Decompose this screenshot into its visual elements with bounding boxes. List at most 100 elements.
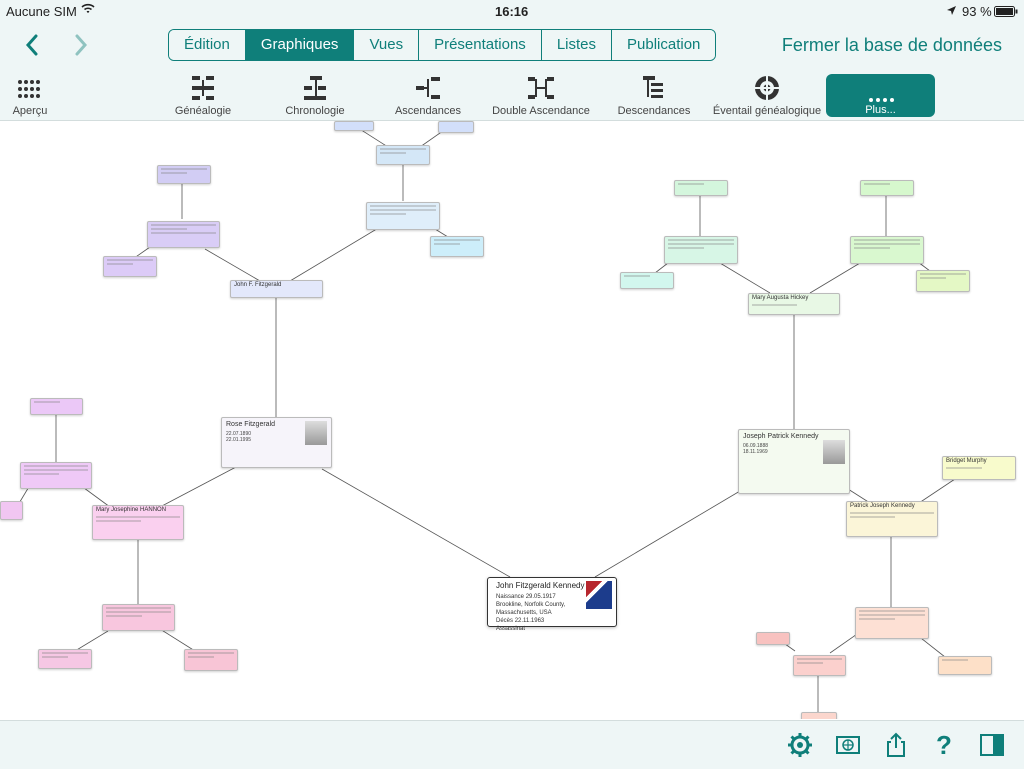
placeholder-line bbox=[42, 652, 88, 654]
wifi-icon bbox=[81, 3, 95, 18]
tool-ascendances[interactable]: Ascendances bbox=[392, 68, 464, 120]
ancestor-card[interactable] bbox=[157, 165, 211, 184]
tool-descendances[interactable]: Descendances bbox=[614, 68, 694, 120]
person-card-bridget-murphy[interactable]: Bridget Murphy bbox=[942, 456, 1016, 480]
tool-double-ascendance-label: Double Ascendance bbox=[492, 105, 590, 117]
portrait-photo bbox=[305, 421, 327, 445]
ancestor-card[interactable] bbox=[103, 256, 157, 277]
segment-edition[interactable]: Édition bbox=[169, 30, 245, 60]
tool-double-ascendance[interactable]: Double Ascendance bbox=[490, 68, 592, 120]
ancestor-card[interactable] bbox=[20, 462, 92, 489]
ancestor-card[interactable] bbox=[793, 655, 846, 676]
chronology-chart-icon bbox=[304, 76, 326, 100]
sidebar-icon[interactable] bbox=[978, 731, 1006, 759]
placeholder-line bbox=[859, 614, 925, 616]
person-card-joseph-kennedy[interactable]: Joseph Patrick Kennedy 06.09.1888 18.11.… bbox=[738, 429, 850, 494]
tool-chronologie-label: Chronologie bbox=[285, 105, 345, 117]
ancestor-card[interactable] bbox=[30, 398, 83, 415]
ancestor-card[interactable] bbox=[38, 649, 92, 669]
ancestor-card[interactable] bbox=[430, 236, 484, 257]
placeholder-line bbox=[797, 658, 842, 660]
tool-more[interactable]: Plus... bbox=[826, 74, 935, 117]
person-card-rose-fitzgerald[interactable]: Rose Fitzgerald 22.07.1890 22.01.1995 bbox=[221, 417, 332, 468]
section-segmented-control: Édition Graphiques Vues Présentations Li… bbox=[168, 29, 717, 61]
placeholder-line bbox=[942, 659, 968, 661]
placeholder-line bbox=[106, 615, 142, 617]
time-label: 16:16 bbox=[495, 4, 529, 19]
placeholder-line bbox=[434, 239, 480, 241]
tool-genealogie[interactable]: Généalogie bbox=[168, 68, 238, 120]
placeholder-line bbox=[42, 656, 68, 658]
placeholder-line bbox=[380, 152, 406, 154]
rose-death-date: 22.01.1995 bbox=[226, 437, 252, 443]
tool-eventail[interactable]: Éventail généalogique bbox=[712, 68, 822, 120]
placeholder-line bbox=[151, 228, 187, 230]
person-name: Rose Fitzgerald bbox=[226, 421, 276, 428]
world-map-icon[interactable] bbox=[834, 731, 862, 759]
placeholder-line bbox=[24, 473, 59, 475]
person-card-mary-josephine-hannon[interactable]: Mary Josephine HANNON bbox=[92, 505, 184, 540]
segment-publication[interactable]: Publication bbox=[611, 30, 716, 60]
descendants-chart-icon bbox=[643, 76, 663, 98]
segment-graphiques[interactable]: Graphiques bbox=[244, 30, 354, 60]
ancestor-card[interactable] bbox=[366, 202, 440, 230]
ancestor-card[interactable] bbox=[664, 236, 738, 264]
ancestor-card[interactable] bbox=[620, 272, 674, 289]
placeholder-line bbox=[151, 224, 216, 226]
placeholder-line bbox=[678, 183, 704, 185]
ancestor-card[interactable] bbox=[916, 270, 970, 292]
person-name: Mary Josephine HANNON bbox=[96, 507, 167, 513]
placeholder-line bbox=[161, 168, 207, 170]
ancestor-card[interactable] bbox=[0, 501, 23, 520]
back-chevron-icon[interactable] bbox=[18, 30, 48, 60]
tool-chronologie[interactable]: Chronologie bbox=[280, 68, 350, 120]
main-person-card[interactable]: John Fitzgerald Kennedy Naissance 29.05.… bbox=[487, 577, 617, 632]
segment-listes[interactable]: Listes bbox=[540, 30, 611, 60]
share-icon[interactable] bbox=[882, 731, 910, 759]
battery-label: 93 % bbox=[962, 4, 992, 19]
person-card-john-f-fitzgerald[interactable]: John F. Fitzgerald bbox=[230, 280, 323, 298]
person-card-mary-augusta-hickey[interactable]: Mary Augusta Hickey bbox=[748, 293, 840, 315]
tool-descendances-label: Descendances bbox=[617, 105, 691, 117]
placeholder-line bbox=[854, 243, 920, 245]
double-ancestors-chart-icon bbox=[528, 77, 554, 99]
rose-birth-date: 22.07.1890 bbox=[226, 431, 252, 437]
placeholder-line bbox=[850, 516, 895, 518]
placeholder-line bbox=[854, 247, 890, 249]
ancestor-card[interactable] bbox=[184, 649, 238, 671]
ancestor-card[interactable] bbox=[850, 236, 924, 264]
overview-label: Aperçu bbox=[12, 105, 48, 117]
ancestor-card[interactable] bbox=[438, 121, 474, 133]
gear-icon[interactable] bbox=[786, 731, 814, 759]
overview-button[interactable]: Aperçu bbox=[4, 68, 56, 120]
ancestor-card[interactable] bbox=[147, 221, 220, 248]
placeholder-line bbox=[752, 304, 797, 306]
forward-chevron-icon[interactable] bbox=[66, 30, 96, 60]
ancestor-card[interactable] bbox=[674, 180, 728, 196]
family-tree-canvas[interactable]: John Fitzgerald Kennedy Naissance 29.05.… bbox=[0, 121, 1024, 719]
placeholder-line bbox=[850, 512, 934, 514]
person-card-patrick-joseph-kennedy[interactable]: Patrick Joseph Kennedy bbox=[846, 501, 938, 537]
ancestor-card[interactable] bbox=[102, 604, 175, 631]
ancestor-card[interactable] bbox=[855, 607, 929, 639]
joseph-birth-date: 06.09.1888 bbox=[743, 443, 769, 449]
placeholder-line bbox=[106, 611, 171, 613]
close-database-button[interactable]: Fermer la base de données bbox=[781, 35, 1002, 55]
person-name: Patrick Joseph Kennedy bbox=[850, 503, 915, 509]
segment-vues[interactable]: Vues bbox=[353, 30, 419, 60]
grid-dots-icon bbox=[18, 80, 40, 98]
segment-presentations[interactable]: Présentations bbox=[418, 30, 541, 60]
placeholder-line bbox=[380, 148, 426, 150]
placeholder-line bbox=[624, 275, 650, 277]
ancestor-card[interactable] bbox=[756, 632, 790, 645]
ancestor-card[interactable] bbox=[801, 712, 837, 719]
ancestor-card[interactable] bbox=[376, 145, 430, 165]
ancestor-card[interactable] bbox=[860, 180, 914, 196]
help-button[interactable]: ? bbox=[936, 730, 952, 760]
person-name: John F. Fitzgerald bbox=[234, 282, 282, 288]
placeholder-line bbox=[96, 516, 180, 518]
placeholder-line bbox=[668, 247, 704, 249]
ancestor-card[interactable] bbox=[938, 656, 992, 675]
ancestor-card[interactable] bbox=[334, 121, 374, 131]
tool-eventail-label: Éventail généalogique bbox=[712, 105, 822, 117]
